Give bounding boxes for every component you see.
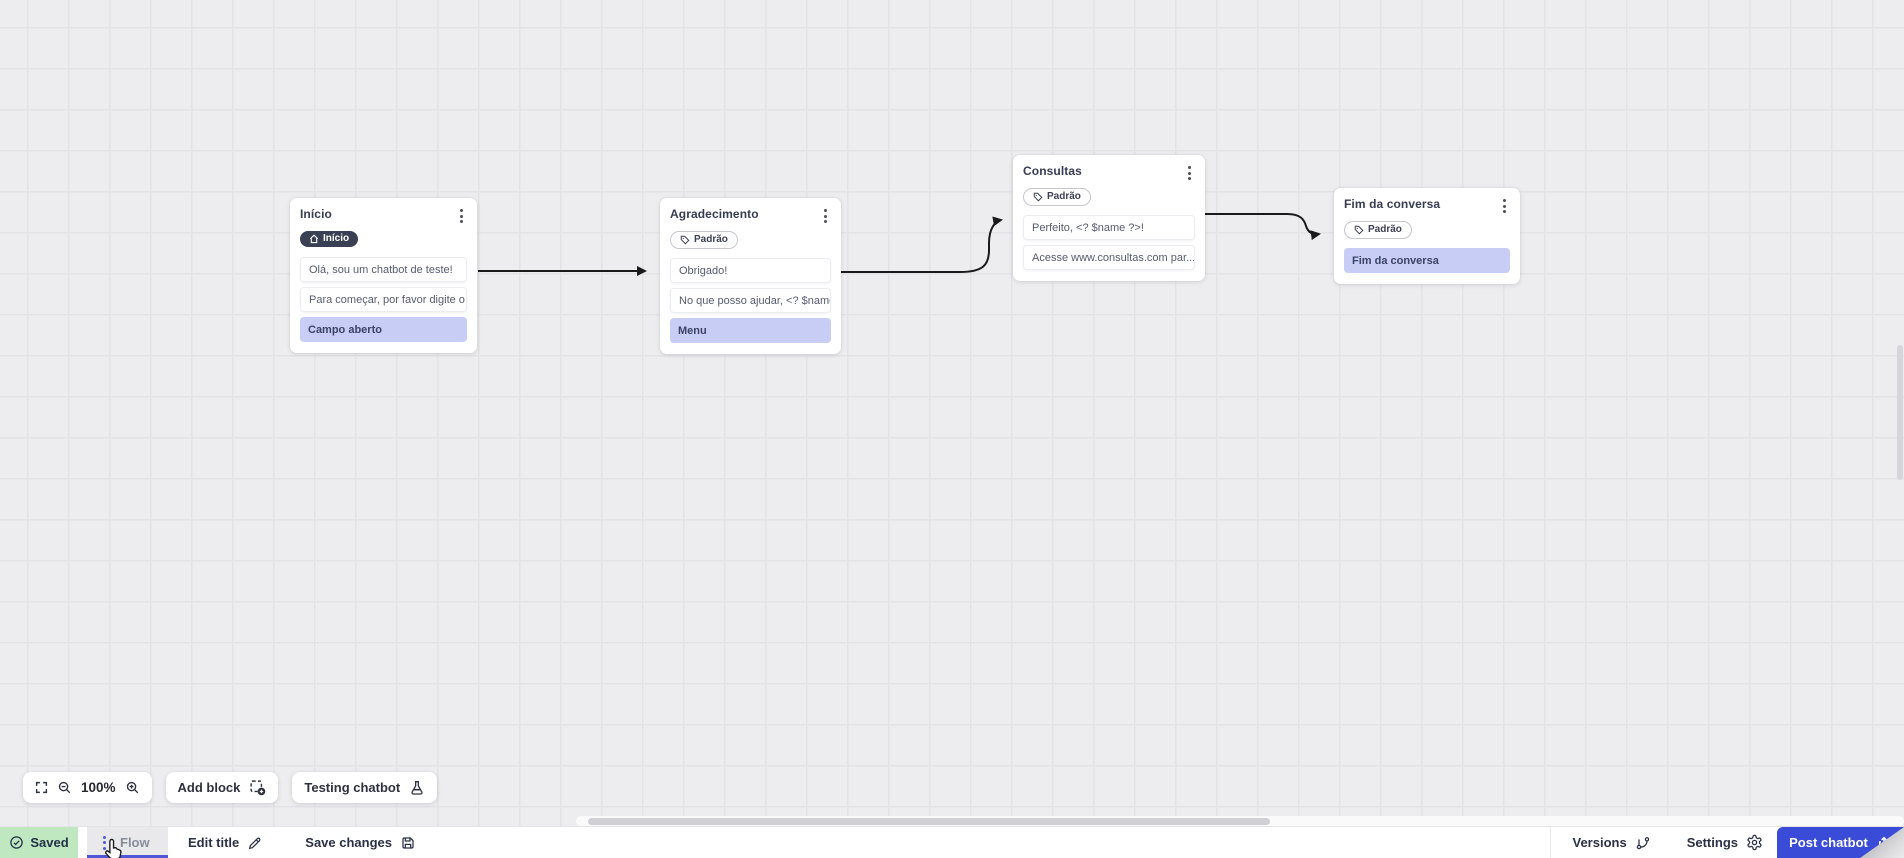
home-icon <box>309 234 319 244</box>
edit-title-label: Edit title <box>188 835 240 850</box>
node-title: Agradecimento <box>670 207 759 221</box>
badge-label: Início <box>323 233 350 244</box>
start-badge: Início <box>300 231 359 247</box>
tag-icon <box>1033 192 1043 202</box>
node-consultas[interactable]: Consultas Padrão Perfeito, <? $name ?>! … <box>1013 155 1205 281</box>
action-row[interactable]: Campo aberto <box>300 317 467 342</box>
add-block-button[interactable]: Add block <box>165 772 279 803</box>
zoom-controls: 100% <box>23 772 152 803</box>
node-title: Fim da conversa <box>1344 197 1441 211</box>
badge-label: Padrão <box>1047 191 1081 202</box>
save-changes-button[interactable]: Save changes <box>305 827 416 858</box>
canvas-toolbar: 100% Add block Testing chatbot <box>23 772 438 803</box>
save-changes-label: Save changes <box>305 835 392 850</box>
edit-title-button[interactable]: Edit title <box>188 827 263 858</box>
versions-branch-icon <box>1636 836 1649 849</box>
hand-cursor <box>103 837 125 858</box>
flow-kebab-icon[interactable] <box>99 834 110 852</box>
message-row[interactable]: Perfeito, <? $name ?>! <box>1023 215 1195 240</box>
testing-chatbot-button[interactable]: Testing chatbot <box>292 772 438 803</box>
tab-flow[interactable]: Flow <box>87 827 168 858</box>
testing-chatbot-label: Testing chatbot <box>304 780 401 795</box>
tag-badge: Padrão <box>1344 221 1412 239</box>
message-row[interactable]: No que posso ajudar, <? $name ... <box>670 288 831 313</box>
zoom-out-icon[interactable] <box>57 780 72 795</box>
vertical-scrollbar-thumb[interactable] <box>1897 345 1903 480</box>
node-title: Início <box>300 207 332 221</box>
versions-button[interactable]: Versions <box>1573 827 1651 858</box>
message-row[interactable]: Obrigado! <box>670 258 831 283</box>
fullscreen-icon[interactable] <box>35 781 48 794</box>
action-row[interactable]: Fim da conversa <box>1344 248 1510 273</box>
statusbar-divider <box>1549 827 1551 858</box>
horizontal-scrollbar-thumb[interactable] <box>588 818 1270 825</box>
message-row[interactable]: Para começar, por favor digite o ... <box>300 287 467 312</box>
tag-icon <box>1354 225 1364 235</box>
flow-connectors <box>478 213 1321 276</box>
save-floppy-icon <box>402 836 414 849</box>
node-agradecimento[interactable]: Agradecimento Padrão Obrigado! No que po… <box>660 198 841 354</box>
settings-gear-icon <box>1747 834 1762 851</box>
add-block-label: Add block <box>177 780 241 795</box>
flow-canvas[interactable]: Início Início Olá, sou um chatbot de tes… <box>0 0 1904 826</box>
post-chatbot-label: Post chatbot <box>1789 835 1868 850</box>
statusbar: Saved Flow Edit title Save changes Versi… <box>0 826 1904 858</box>
add-block-icon <box>250 780 266 796</box>
message-row[interactable]: Acesse www.consultas.com par... <box>1023 245 1195 270</box>
saved-label: Saved <box>30 835 69 850</box>
testing-flask-icon <box>411 780 423 795</box>
node-inicio[interactable]: Início Início Olá, sou um chatbot de tes… <box>290 198 477 353</box>
node-menu-icon[interactable] <box>456 207 467 225</box>
flow-tab-label: Flow <box>120 835 150 850</box>
message-row[interactable]: Olá, sou um chatbot de teste! <box>300 257 467 282</box>
node-menu-icon[interactable] <box>820 207 831 225</box>
settings-button[interactable]: Settings <box>1687 827 1763 858</box>
zoom-in-icon[interactable] <box>125 780 140 795</box>
statusbar-spacer <box>416 827 1550 858</box>
action-row[interactable]: Menu <box>670 318 831 343</box>
node-fim-da-conversa[interactable]: Fim da conversa Padrão Fim da conversa <box>1334 188 1520 284</box>
tag-icon <box>680 235 690 245</box>
zoom-level: 100% <box>81 780 116 795</box>
versions-label: Versions <box>1572 835 1627 850</box>
saved-status-badge: Saved <box>0 827 78 858</box>
tag-badge: Padrão <box>670 231 738 249</box>
connector-consultas-fim <box>1205 213 1321 241</box>
badge-label: Padrão <box>1368 224 1402 235</box>
settings-label: Settings <box>1686 835 1738 850</box>
node-title: Consultas <box>1023 164 1082 178</box>
tag-badge: Padrão <box>1023 188 1091 206</box>
saved-check-icon <box>10 836 24 849</box>
badge-label: Padrão <box>694 234 728 245</box>
connector-agradecimento-consultas <box>841 216 1003 273</box>
node-menu-icon[interactable] <box>1499 197 1510 215</box>
node-menu-icon[interactable] <box>1184 164 1195 182</box>
edit-pencil-icon <box>249 837 261 849</box>
